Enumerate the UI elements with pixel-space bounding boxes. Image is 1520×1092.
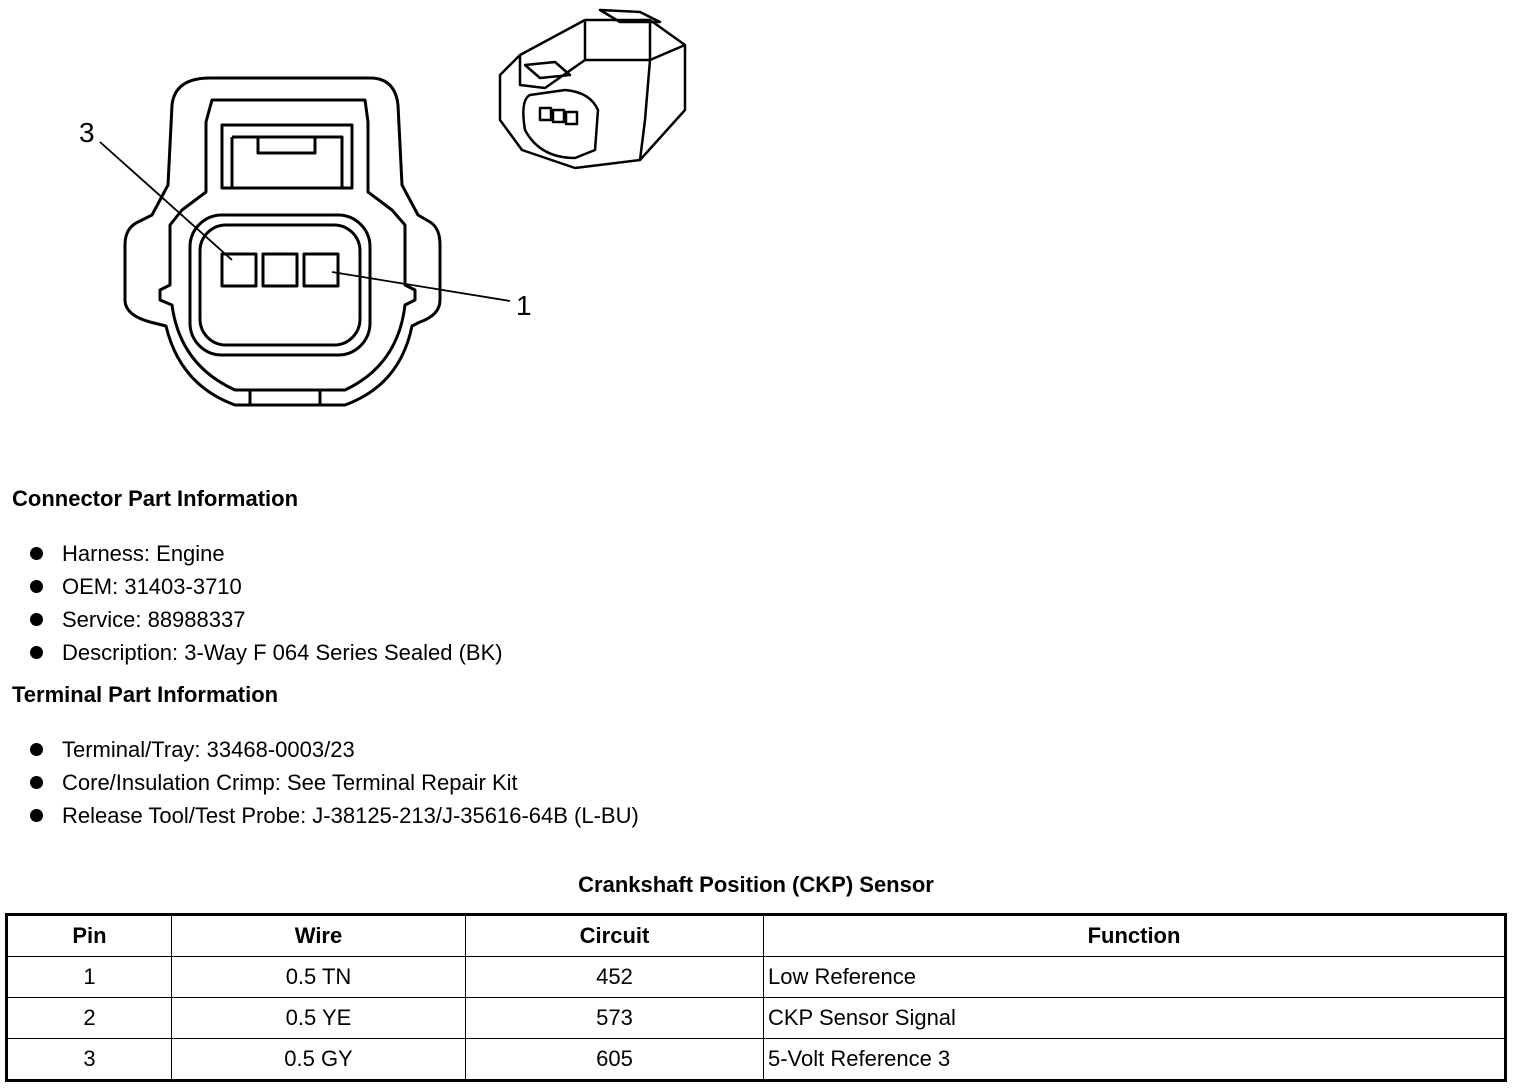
cavity-pin-1 <box>302 252 340 288</box>
leader-line-pin-1 <box>331 271 511 302</box>
terminal-part-info-list: Terminal/Tray: 33468-0003/23 Core/Insula… <box>28 733 639 832</box>
pin-table: Pin Wire Circuit Function 1 0.5 TN 452 L… <box>5 913 1507 1082</box>
table-header-row: Pin Wire Circuit Function <box>6 914 1506 957</box>
connector-3d-view <box>498 8 687 170</box>
table-row: 1 0.5 TN 452 Low Reference <box>6 956 1506 998</box>
bullet-icon <box>30 613 43 626</box>
bullet-icon <box>30 580 43 593</box>
bullet-icon <box>30 743 43 756</box>
list-item: Terminal/Tray: 33468-0003/23 <box>28 733 639 766</box>
bullet-icon <box>30 547 43 560</box>
cell-circuit: 605 <box>465 1038 764 1081</box>
table-row: 2 0.5 YE 573 CKP Sensor Signal <box>6 997 1506 1039</box>
callout-pin-1: 1 <box>516 290 532 321</box>
cell-pin: 1 <box>6 956 172 998</box>
mating-face-outline <box>188 213 372 357</box>
connector-part-info-list: Harness: Engine OEM: 31403-3710 Service:… <box>28 537 503 669</box>
column-header-function: Function <box>763 914 1506 957</box>
cell-pin: 2 <box>6 997 172 1039</box>
list-item: OEM: 31403-3710 <box>28 570 503 603</box>
cell-wire: 0.5 YE <box>171 997 466 1039</box>
column-header-pin: Pin <box>6 914 172 957</box>
cell-circuit: 573 <box>465 997 764 1039</box>
column-header-wire: Wire <box>171 914 466 957</box>
latch-outline <box>220 123 354 190</box>
callout-pin-3: 3 <box>79 117 95 148</box>
cell-function: Low Reference <box>763 956 1506 998</box>
cell-function: 5-Volt Reference 3 <box>763 1038 1506 1081</box>
list-item: Release Tool/Test Probe: J-38125-213/J-3… <box>28 799 639 832</box>
terminal-part-info-heading: Terminal Part Information <box>12 682 279 707</box>
connector-housing-outline <box>123 76 442 407</box>
cell-wire: 0.5 TN <box>171 956 466 998</box>
cell-circuit: 452 <box>465 956 764 998</box>
cell-wire: 0.5 GY <box>171 1038 466 1081</box>
pin-table-caption: Crankshaft Position (CKP) Sensor <box>578 872 934 897</box>
bullet-icon <box>30 776 43 789</box>
table-row: 3 0.5 GY 605 5-Volt Reference 3 <box>6 1038 1506 1081</box>
cell-pin: 3 <box>6 1038 172 1081</box>
bullet-icon <box>30 809 43 822</box>
leader-line-pin-3 <box>99 141 233 261</box>
list-item: Harness: Engine <box>28 537 503 570</box>
cavity-pin-2 <box>261 252 299 288</box>
list-item: Description: 3-Way F 064 Series Sealed (… <box>28 636 503 669</box>
list-item: Core/Insulation Crimp: See Terminal Repa… <box>28 766 639 799</box>
connector-face-diagram <box>99 8 687 407</box>
cell-function: CKP Sensor Signal <box>763 997 1506 1039</box>
bullet-icon <box>30 646 43 659</box>
cavity-pin-3 <box>220 252 258 288</box>
column-header-circuit: Circuit <box>465 914 764 957</box>
connector-part-info-heading: Connector Part Information <box>12 486 299 511</box>
list-item: Service: 88988337 <box>28 603 503 636</box>
